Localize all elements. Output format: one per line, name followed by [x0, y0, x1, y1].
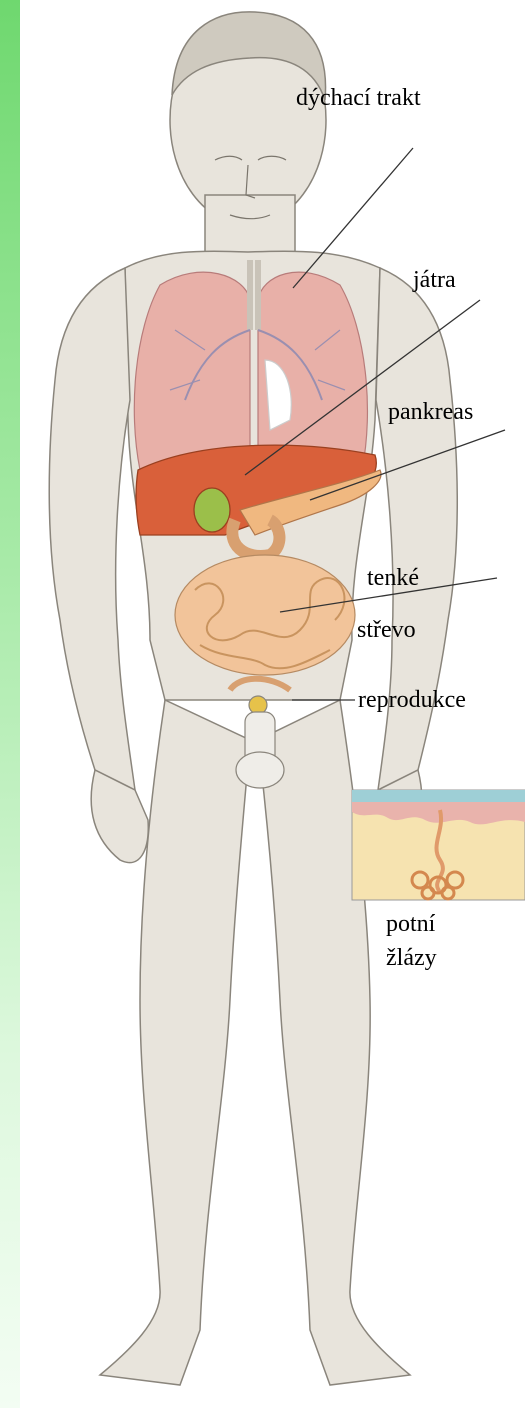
label-reproduction: reprodukce	[358, 688, 466, 712]
label-small-intestine-line2: střevo	[357, 618, 416, 642]
label-respiratory-tract: dýchací trakt	[296, 86, 421, 110]
sweat-gland-inset	[352, 790, 525, 900]
small-intestine	[175, 555, 355, 675]
label-liver: játra	[413, 268, 456, 292]
label-pancreas: pankreas	[388, 400, 473, 424]
label-sweat-glands-line1: potní	[386, 912, 435, 936]
label-small-intestine-line1: tenké	[367, 566, 419, 590]
label-sweat-glands-line2: žlázy	[386, 946, 437, 970]
